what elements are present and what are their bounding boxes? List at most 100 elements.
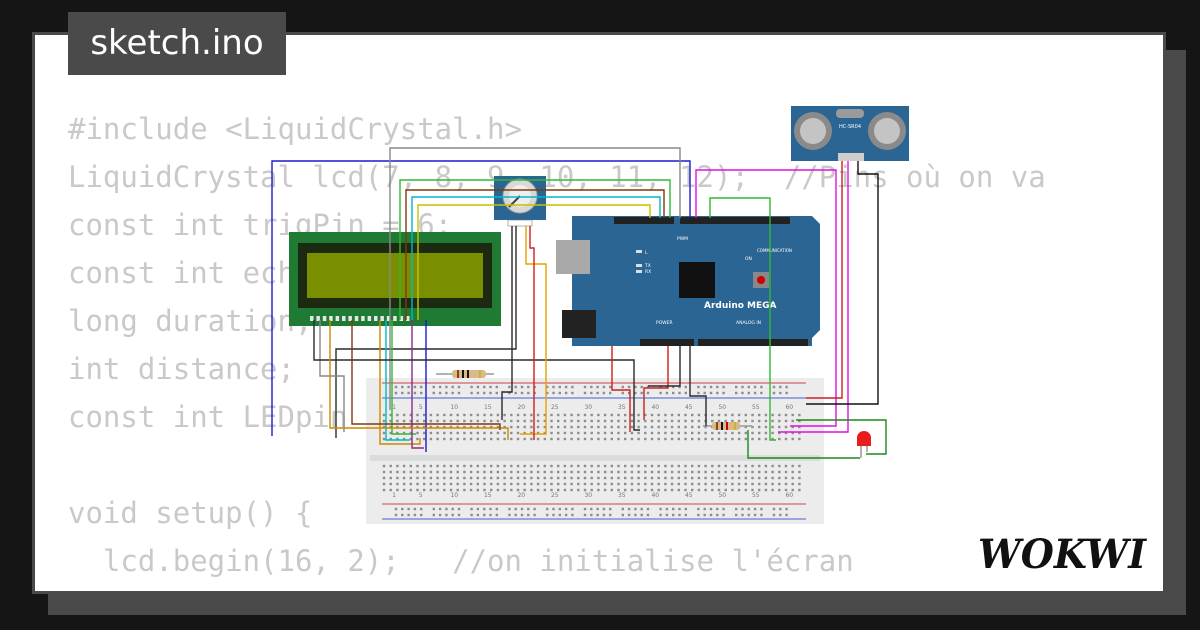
breadboard-hole: [449, 437, 453, 441]
breadboard-hole: [516, 425, 520, 429]
breadboard-hole: [617, 470, 620, 474]
wire: [709, 197, 776, 441]
breadboard-column-number: 45: [685, 492, 693, 499]
breadboard-hole: [429, 470, 433, 474]
breadboard-hole: [445, 507, 448, 511]
breadboard-hole: [438, 513, 442, 517]
breadboard-hole: [523, 470, 526, 474]
breadboard-hole: [550, 437, 553, 441]
breadboard-hole: [798, 470, 801, 474]
breadboard-hole: [451, 385, 454, 389]
breadboard-hole: [751, 464, 754, 468]
breadboard-hole: [664, 431, 667, 435]
breadboard-hole: [798, 437, 801, 441]
breadboard-hole: [407, 385, 410, 389]
breadboard-hole: [735, 391, 738, 395]
breadboard-hole: [744, 488, 747, 492]
wire: [329, 320, 509, 440]
breadboard-hole: [677, 413, 680, 417]
breadboard-hole: [778, 413, 781, 417]
breadboard-hole: [530, 482, 533, 486]
breadboard-hole: [677, 476, 680, 480]
breadboard-hole: [550, 425, 553, 429]
breadboard-hole: [523, 425, 526, 429]
breadboard-hole: [558, 507, 561, 511]
breadboard-column-number: 10: [450, 404, 458, 411]
breadboard-hole: [469, 488, 473, 492]
breadboard-hole: [603, 431, 607, 435]
breadboard-hole: [684, 385, 687, 389]
breadboard-hole: [520, 513, 524, 517]
breadboard-hole: [409, 476, 412, 480]
breadboard-hole: [463, 431, 466, 435]
breadboard-hole: [731, 476, 734, 480]
file-tab[interactable]: sketch.ino: [68, 12, 286, 75]
breadboard-hole: [724, 464, 727, 468]
sensor-pins: [838, 153, 864, 161]
breadboard-hole: [402, 476, 406, 480]
lcd-pin: [361, 316, 365, 321]
breadboard-hole: [420, 391, 423, 395]
breadboard-hole: [758, 470, 761, 474]
breadboard-hole: [570, 413, 573, 417]
breadboard-hole: [677, 464, 680, 468]
breadboard-hole: [747, 513, 750, 517]
breadboard-hole: [436, 464, 439, 468]
breadboard-hole: [637, 488, 640, 492]
breadboard-hole: [603, 482, 607, 486]
breadboard-hole: [423, 425, 426, 429]
breadboard-hole: [527, 513, 530, 517]
breadboard-hole: [443, 470, 446, 474]
code-line: #include <LiquidCrystal.h>: [68, 112, 522, 146]
breadboard-hole: [670, 476, 674, 480]
breadboard-hole: [394, 507, 398, 511]
power-header-label: POWER: [656, 320, 673, 326]
breadboard-hole: [784, 464, 788, 468]
breadboard-hole: [590, 470, 593, 474]
breadboard-hole: [640, 513, 643, 517]
breadboard-hole: [523, 419, 526, 423]
breadboard-hole: [530, 470, 533, 474]
breadboard-hole: [570, 482, 573, 486]
breadboard-column-number: 30: [584, 404, 592, 411]
breadboard-hole: [609, 385, 612, 389]
breadboard-hole: [744, 464, 747, 468]
breadboard-hole: [476, 431, 479, 435]
breadboard-hole: [469, 425, 473, 429]
breadboard-column-number: 35: [618, 492, 626, 499]
breadboard-hole: [530, 413, 533, 417]
breadboard-hole: [610, 470, 613, 474]
breadboard-hole: [664, 437, 667, 441]
breadboard-hole: [731, 413, 734, 417]
breadboard-hole: [610, 464, 613, 468]
breadboard-hole: [550, 431, 553, 435]
breadboard-hole: [527, 391, 530, 395]
breadboard-hole: [443, 476, 446, 480]
breadboard-hole: [657, 419, 660, 423]
breadboard-column-number: 5: [419, 492, 423, 499]
breadboard-column-number: 15: [484, 404, 492, 411]
breadboard-hole: [449, 482, 453, 486]
breadboard-hole: [724, 419, 727, 423]
breadboard-hole: [382, 413, 386, 417]
wokwi-logo: WOKWI: [978, 531, 1147, 578]
breadboard-hole: [602, 391, 606, 395]
breadboard-hole: [664, 464, 667, 468]
potentiometer: [494, 176, 546, 227]
breadboard-hole: [590, 464, 593, 468]
breadboard-hole: [449, 425, 453, 429]
wire: [389, 147, 681, 410]
breadboard-hole: [577, 413, 580, 417]
breadboard-hole: [609, 391, 612, 395]
breadboard-hole: [644, 419, 647, 423]
breadboard-hole: [571, 513, 574, 517]
wire: [411, 320, 424, 449]
breadboard-hole: [624, 413, 627, 417]
breadboard-hole: [678, 507, 681, 511]
breadboard-hole: [420, 507, 423, 511]
breadboard-hole: [744, 419, 747, 423]
breadboard-hole: [735, 513, 738, 517]
breadboard-hole: [396, 431, 399, 435]
breadboard-hole: [778, 437, 781, 441]
breadboard-hole: [558, 513, 561, 517]
